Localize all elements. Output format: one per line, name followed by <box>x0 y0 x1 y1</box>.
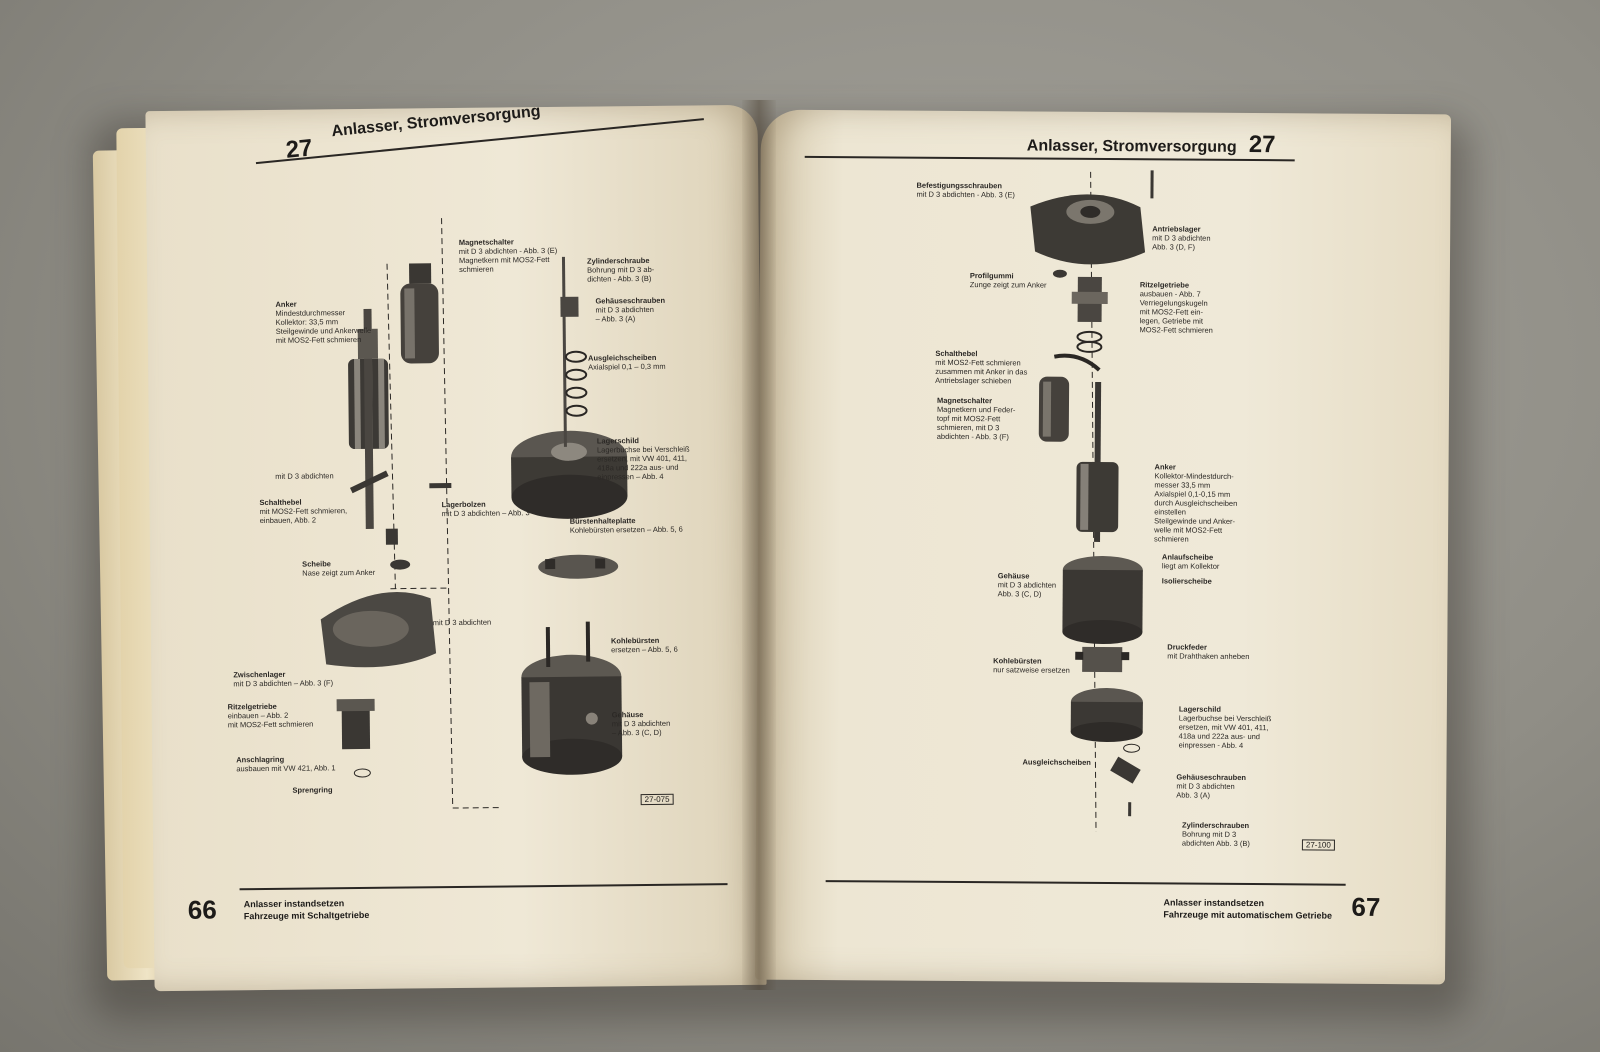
housing-right <box>1062 555 1143 645</box>
left-page: 27 Anlasser, Stromversorgung <box>145 104 767 992</box>
right-figure-id: 27-100 <box>1301 839 1335 851</box>
brush-holder-right <box>1075 646 1130 673</box>
brush-plate <box>538 554 619 579</box>
right-page-number: 67 <box>1351 891 1381 922</box>
pinion-drive <box>336 698 375 750</box>
solenoid <box>400 263 439 364</box>
bearing-shield <box>511 256 628 519</box>
bearing-shield-right <box>1070 688 1143 743</box>
book-gutter <box>742 100 776 990</box>
armature-right <box>1076 381 1119 542</box>
right-page: Anlasser, Stromversorgung 27 <box>754 109 1452 985</box>
pinion-gear <box>1071 276 1108 322</box>
small-parts-right <box>1052 170 1154 817</box>
left-exploded-diagram <box>320 218 628 809</box>
label-sprengring: Sprengring <box>292 785 333 795</box>
right-exploded-diagram <box>1030 170 1154 832</box>
label-ausgleichscheiben-right: Ausgleichscheiben <box>1022 757 1091 767</box>
small-parts <box>349 470 452 778</box>
solenoid-right <box>1038 376 1070 442</box>
left-figure-id: 27-075 <box>640 793 674 806</box>
housing <box>521 621 623 775</box>
cylinder-screw-part <box>560 296 579 317</box>
drive-bearing <box>1030 194 1146 265</box>
left-page-number: 66 <box>187 894 217 925</box>
intermediate-bearing <box>320 591 437 668</box>
label-isolierscheibe: Isolierscheibe <box>1161 576 1212 586</box>
spring <box>1076 330 1103 353</box>
label-abdichten-1: mit D 3 abdichten <box>275 471 334 481</box>
armature <box>348 308 389 529</box>
shift-lever <box>1053 353 1101 372</box>
label-abdichten-2: mit D 3 abdichten <box>432 617 492 628</box>
